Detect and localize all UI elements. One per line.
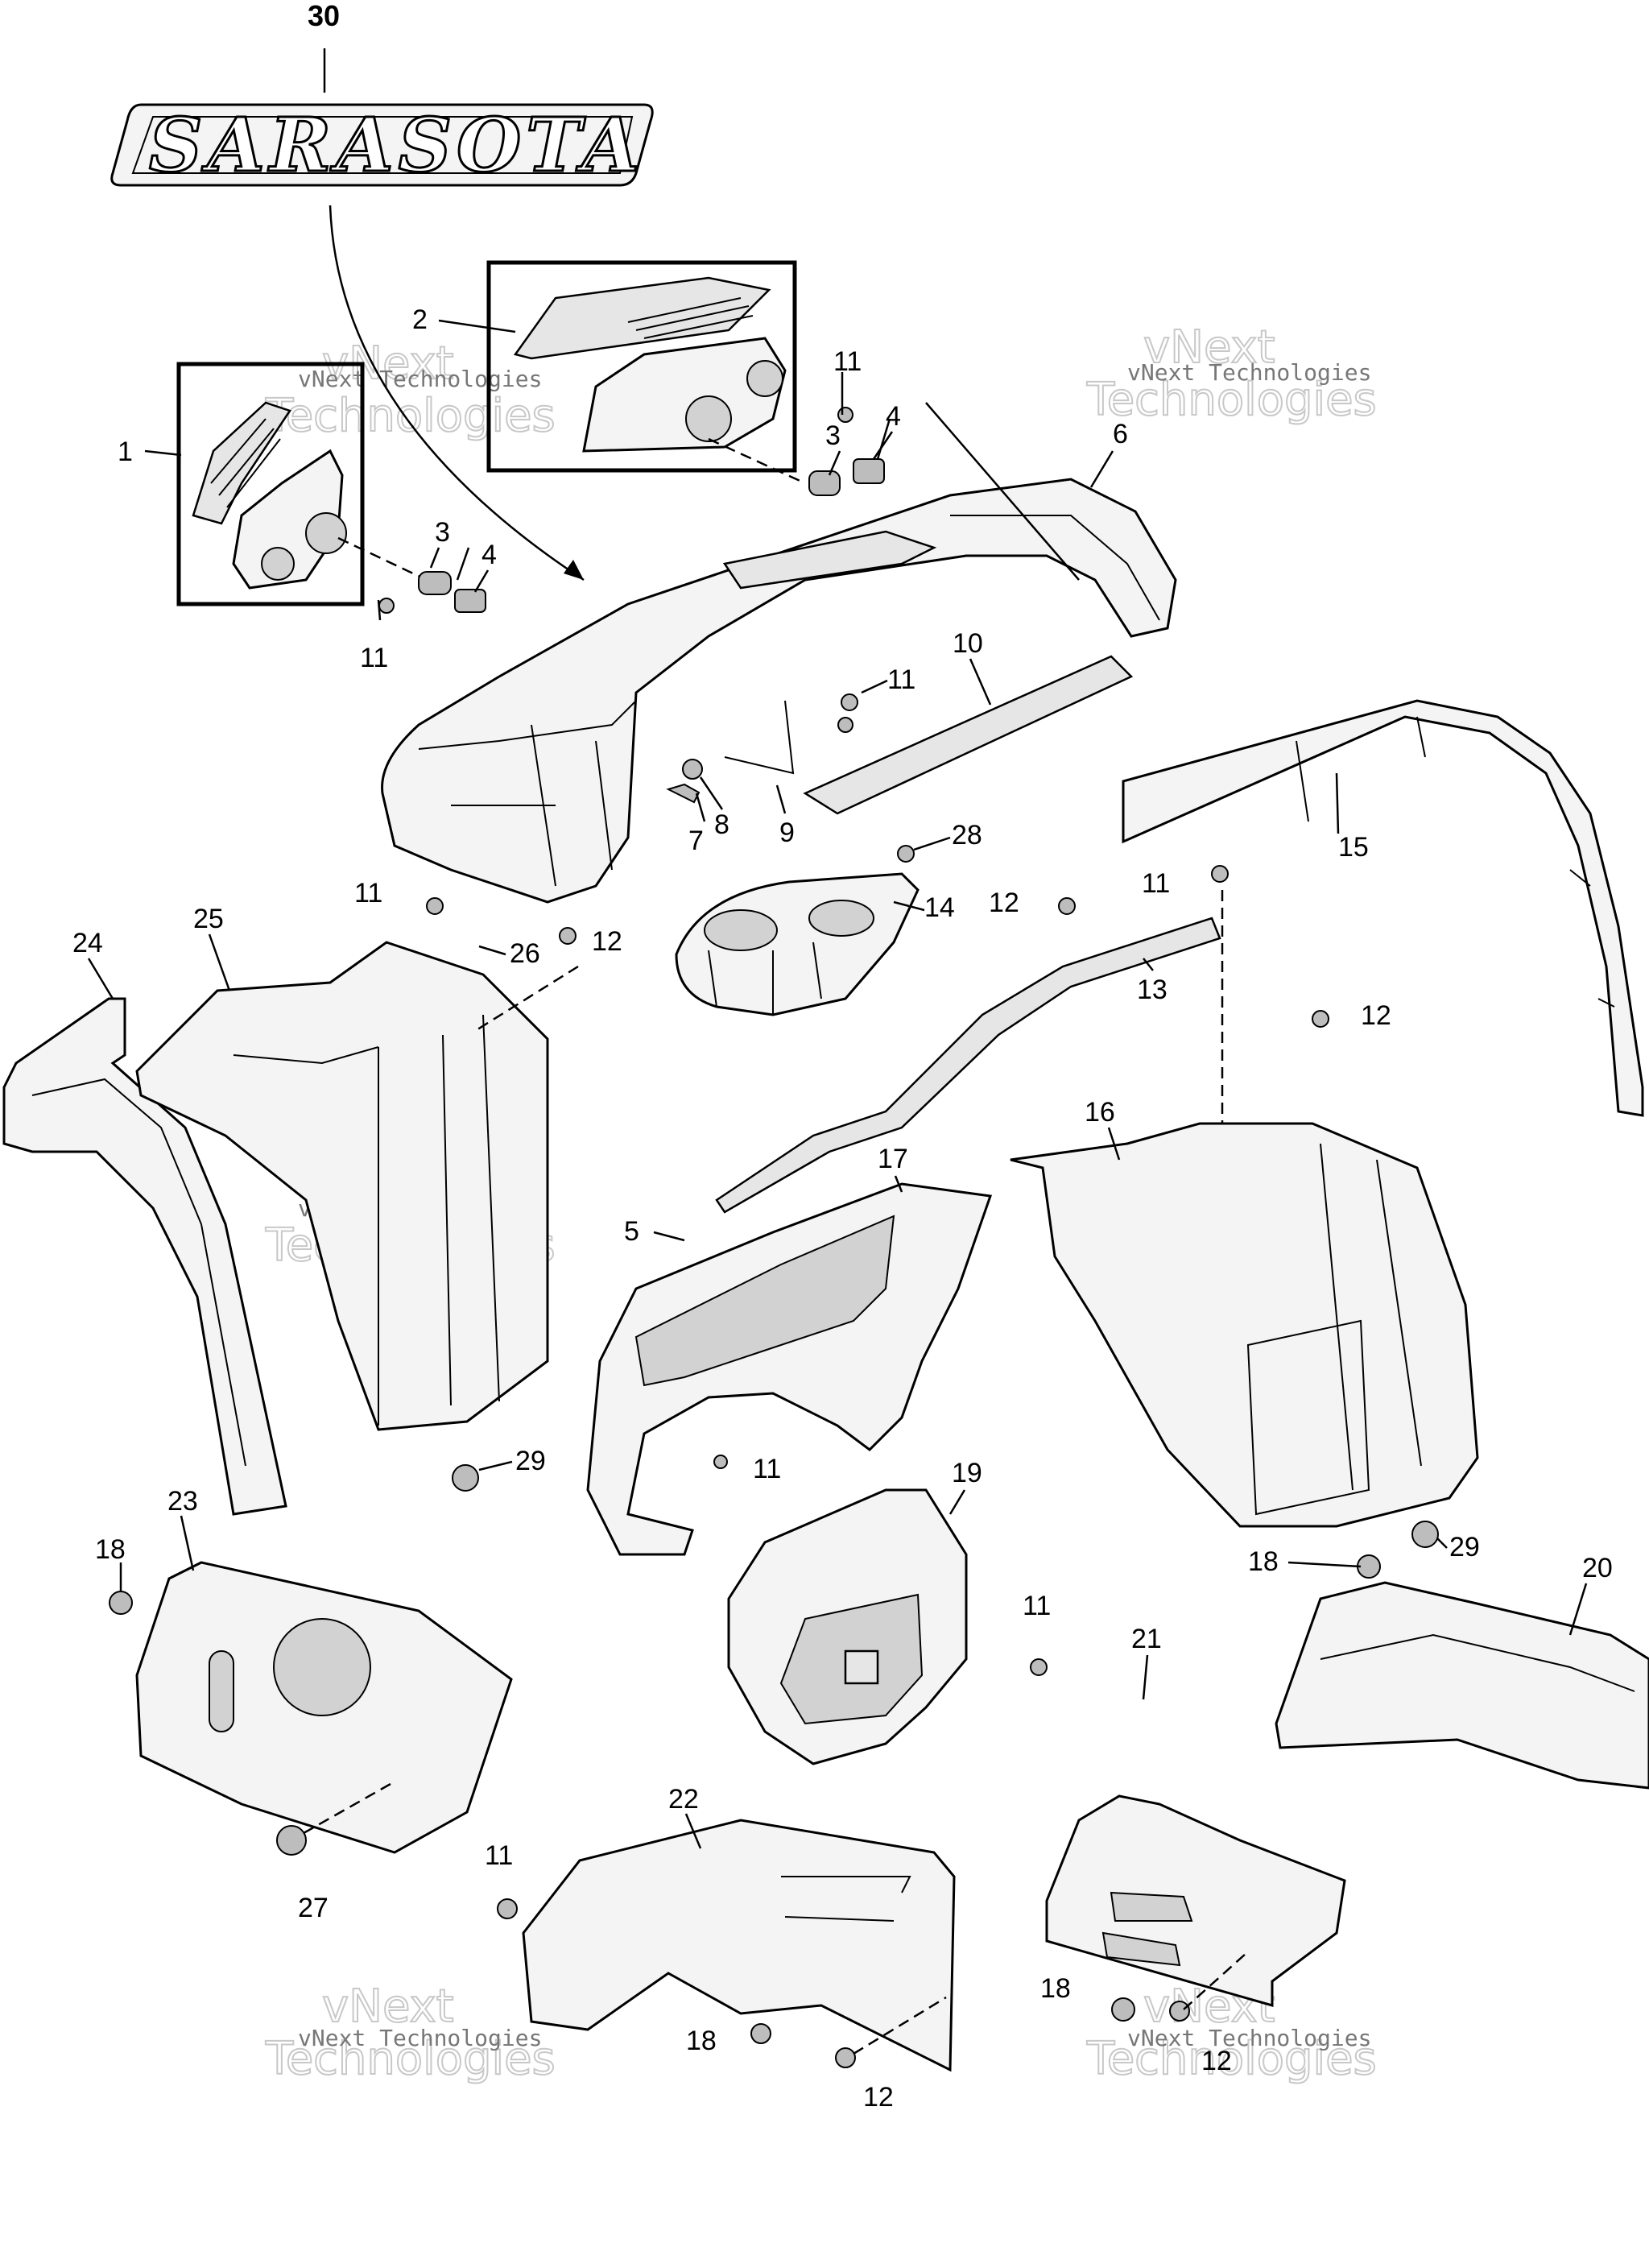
watermark-small: vNext Technologies	[298, 2025, 542, 2051]
callout-12: 12	[863, 2082, 894, 2113]
callout-2: 2	[412, 304, 428, 335]
callout-11: 11	[1142, 868, 1170, 899]
callout-12: 12	[592, 926, 622, 957]
callout-11: 11	[485, 1840, 513, 1871]
watermark-small: vNext Technologies	[1127, 2025, 1371, 2051]
part-2-headlight-right	[486, 260, 806, 485]
callout-23: 23	[167, 1486, 198, 1517]
callout-11: 11	[360, 643, 388, 673]
watermark-large-bottom: Technologies	[1086, 2033, 1377, 2085]
callout-27: 27	[298, 1893, 329, 1923]
callout-18: 18	[1040, 1973, 1071, 2004]
callout-4: 4	[886, 401, 901, 432]
callout-12: 12	[1201, 2046, 1232, 2076]
callout-22: 22	[668, 1784, 699, 1815]
callout-1: 1	[118, 437, 133, 467]
hardware-bulbs	[378, 407, 885, 614]
callout-3: 3	[435, 517, 450, 548]
part-22-lower-left-skirt	[522, 1819, 956, 2072]
callout-26: 26	[510, 938, 540, 969]
callout-19: 19	[952, 1458, 982, 1488]
callout-29: 29	[1449, 1532, 1480, 1562]
part-23-left-panel	[135, 1561, 513, 1856]
callouts: 30 1 2 3 3 4 4 5 6 7 8 9 10 11 11 11 11 …	[72, 0, 1613, 2113]
callout-29: 29	[515, 1446, 546, 1476]
callout-24: 24	[72, 928, 103, 958]
callout-25: 25	[193, 904, 224, 934]
watermark-large-bottom: Technologies	[1086, 374, 1377, 426]
callout-11: 11	[887, 664, 915, 695]
callout-18: 18	[686, 2026, 717, 2056]
callout-17: 17	[878, 1144, 908, 1174]
watermark-large-top: vNext	[322, 1980, 454, 2033]
callout-8: 8	[714, 809, 729, 840]
callout-10: 10	[953, 628, 983, 659]
part-24-left-fender	[2, 997, 287, 1516]
callout-30: 30	[308, 0, 340, 32]
callout-6: 6	[1113, 419, 1128, 449]
part-19-center-panel	[727, 1488, 968, 1765]
part-6-hood	[381, 478, 1177, 904]
part-17-dash	[586, 1182, 993, 1556]
callout-21: 21	[1131, 1624, 1162, 1654]
callout-13: 13	[1137, 975, 1168, 1005]
watermark-small: vNext Technologies	[1127, 359, 1371, 386]
callout-12: 12	[1361, 1000, 1391, 1031]
part-30-decal: SARASOTA	[110, 48, 654, 581]
callout-9: 9	[779, 817, 795, 848]
watermark-large-bottom: Technologies	[265, 390, 556, 442]
callout-11: 11	[354, 878, 382, 908]
callout-20: 20	[1582, 1553, 1613, 1583]
part-16-right-pod	[1010, 1122, 1479, 1528]
callout-3: 3	[825, 420, 841, 451]
callout-11: 11	[833, 346, 862, 377]
part-20-rear-right-panel	[1275, 1581, 1649, 1790]
watermark-large-top: vNext	[1143, 321, 1275, 374]
part-25-left-pod	[135, 941, 549, 1431]
callout-11: 11	[753, 1454, 781, 1484]
part-21-lower-right-skirt	[1045, 1794, 1346, 2007]
hardware-fasteners	[109, 372, 1439, 2068]
watermark-large-bottom: Technologies	[265, 2033, 556, 2085]
watermark-small: vNext Technologies	[298, 366, 542, 392]
part-14-cupholder	[675, 872, 920, 1016]
callout-18: 18	[1248, 1546, 1279, 1577]
callout-4: 4	[481, 540, 497, 570]
decal-logo-text: SARASOTA	[149, 101, 644, 188]
hood-bracket-parts	[666, 655, 1134, 815]
callout-15: 15	[1338, 832, 1369, 863]
callout-12: 12	[989, 888, 1019, 918]
callout-18: 18	[95, 1534, 126, 1565]
callout-7: 7	[688, 826, 704, 856]
callout-16: 16	[1085, 1097, 1115, 1128]
callout-28: 28	[952, 820, 982, 850]
callout-leaders	[87, 319, 1588, 1849]
callout-14: 14	[924, 892, 955, 923]
callout-11: 11	[1023, 1591, 1051, 1621]
part-15-fender-rail	[1122, 699, 1644, 1117]
callout-5: 5	[624, 1216, 639, 1247]
part-1-headlight-left	[176, 362, 428, 606]
